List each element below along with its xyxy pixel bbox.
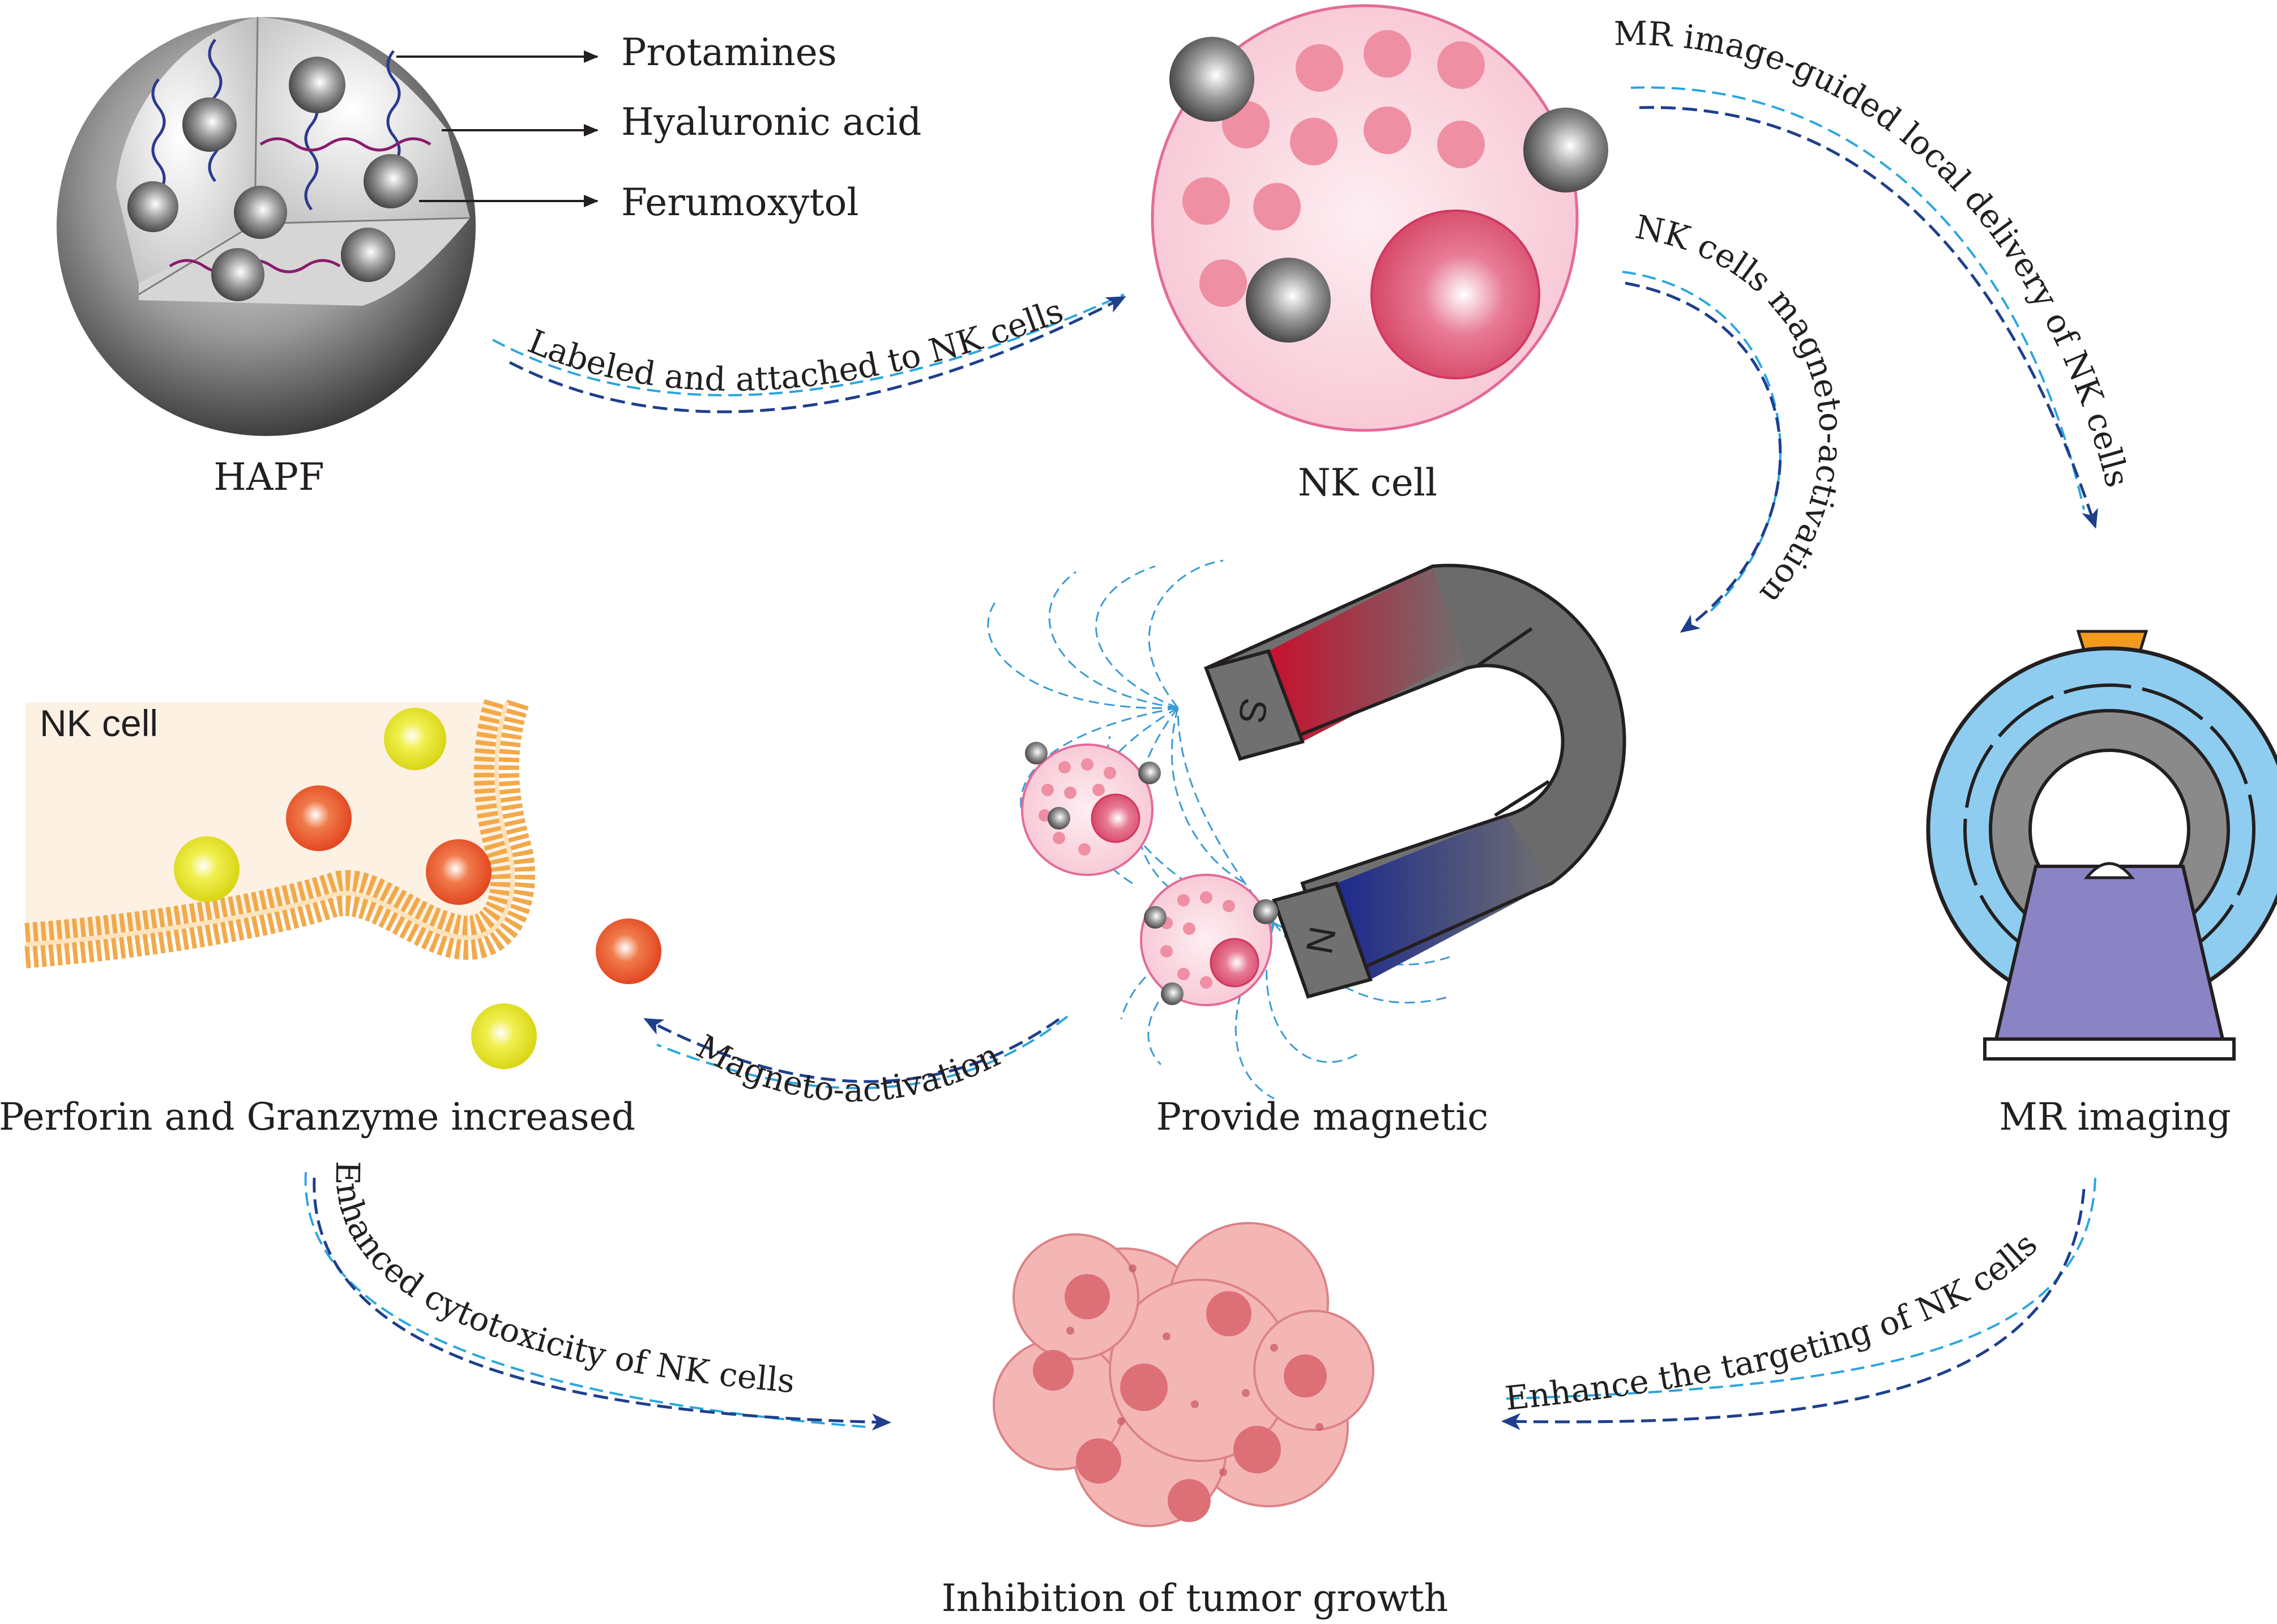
magnet-south-arm	[1268, 566, 1467, 742]
svg-text:NK cells magneto-activation: NK cells magneto-activation	[1633, 207, 1851, 612]
tumor-title: Inhibition of tumor growth	[942, 1576, 1448, 1620]
magnet-scene: S N	[987, 559, 1626, 1100]
legend-hyaluronic-acid: Hyaluronic acid	[621, 100, 921, 144]
bound-ferumoxytol	[1169, 37, 1254, 122]
perforin-released	[596, 918, 661, 984]
legend-ferumoxytol: Ferumoxytol	[621, 181, 859, 224]
hapf-title: HAPF	[213, 455, 324, 499]
label-targeting: Enhance the targeting of NK cells	[1503, 1225, 2044, 1418]
arrow-magneto-activation: Magneto-activation	[643, 1015, 1069, 1109]
arrow-targeting: Enhance the targeting of NK cells	[1501, 1177, 2096, 1430]
ferumoxytol-beads	[127, 57, 418, 301]
label-nk-magneto: NK cells magneto-activation	[1633, 207, 1851, 612]
arrow-mr-delivery: MR image-guided local delivery of NK cel…	[1614, 14, 2137, 529]
arrow-labeled: Labeled and attached to NK cells	[492, 291, 1126, 413]
bound-ferumoxytol	[1246, 258, 1331, 343]
membrane-panel: NK cell	[24, 699, 661, 1069]
granzyme	[384, 708, 446, 770]
magnet-north-arm	[1336, 815, 1552, 980]
membrane-nk-label: NK cell	[40, 702, 158, 744]
granzyme-released	[471, 1003, 537, 1069]
perforin	[426, 839, 492, 905]
membrane-title: Perforin and Granzyme increased	[0, 1095, 635, 1139]
tumor-mass	[993, 1222, 1374, 1527]
granzyme	[174, 836, 240, 902]
magnet-title: Provide magnetic	[1156, 1095, 1489, 1139]
label-cytotoxicity: Enhanced cytotoxicity of NK cells	[328, 1161, 796, 1400]
arrow-cytotoxicity: Enhanced cytotoxicity of NK cells	[304, 1161, 891, 1431]
south-pole-face	[1204, 649, 1305, 761]
svg-text:Magneto-activation: Magneto-activation	[690, 1027, 1006, 1109]
perforin	[286, 785, 352, 851]
legend-protamines: Protamines	[621, 31, 837, 74]
nucleus	[1370, 210, 1540, 379]
mri-scanner	[1926, 630, 2277, 1061]
small-nk-cell-2	[1140, 874, 1278, 1006]
label-labeled: Labeled and attached to NK cells	[523, 291, 1068, 399]
mri-title: MR imaging	[1999, 1095, 2231, 1139]
granules	[1182, 30, 1485, 307]
nk-cell-top	[1151, 4, 1608, 432]
hapf-particle	[57, 16, 476, 436]
svg-text:Labeled and attached to NK cel: Labeled and attached to NK cells	[523, 291, 1068, 399]
nk-cell-title: NK cell	[1298, 461, 1437, 505]
north-pole-face	[1272, 881, 1373, 999]
arrow-nk-magneto: NK cells magneto-activation	[1622, 207, 1851, 633]
svg-text:Enhance the targeting of NK ce: Enhance the targeting of NK cells	[1503, 1225, 2044, 1418]
hapf-legend: Protamines Hyaluronic acid Ferumoxytol	[396, 31, 921, 224]
small-nk-cell-1	[1021, 742, 1161, 876]
svg-text:Enhanced cytotoxicity of NK ce: Enhanced cytotoxicity of NK cells	[328, 1161, 796, 1400]
label-magneto-activation: Magneto-activation	[690, 1027, 1006, 1109]
bound-ferumoxytol	[1523, 108, 1608, 193]
